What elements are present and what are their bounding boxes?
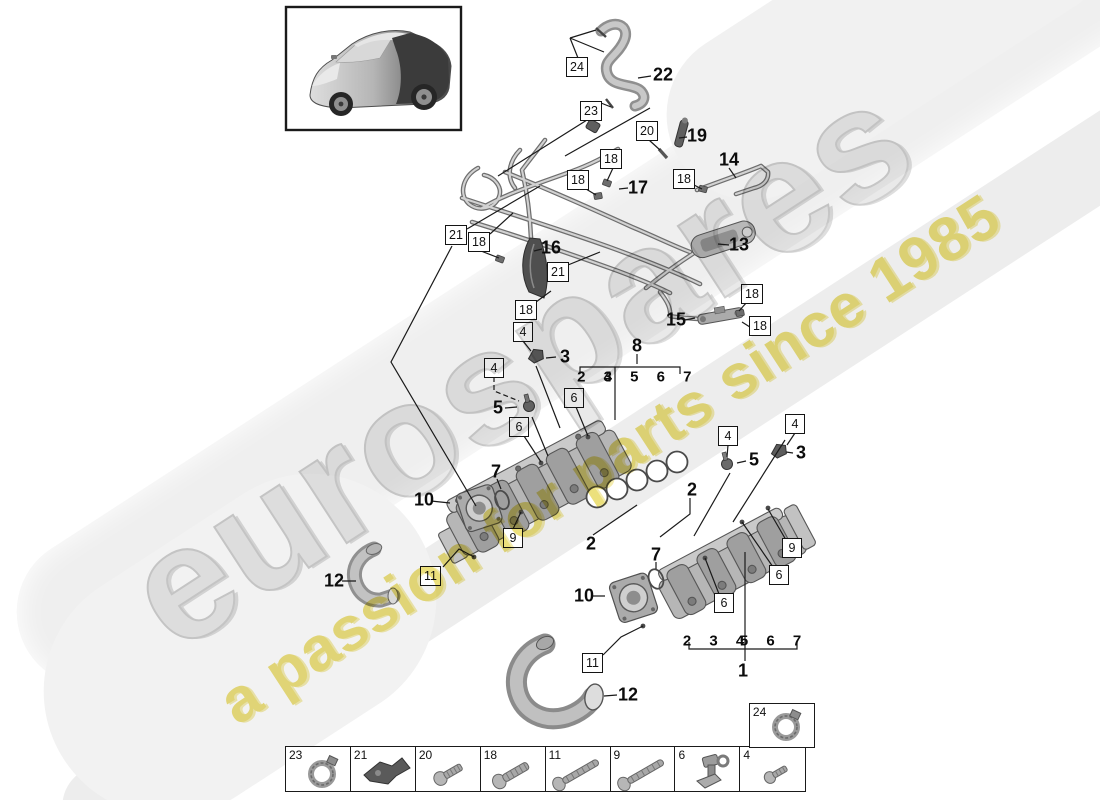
callout-box-24-0[interactable]: 24: [566, 57, 588, 77]
bracket-part-16: [522, 237, 548, 299]
callout-box-18-5[interactable]: 18: [673, 169, 695, 189]
group-1-items-right[interactable]: 5 6 7: [739, 632, 807, 650]
hose-clip-icon: [307, 754, 338, 788]
group-1-items-left[interactable]: 2 3 4: [682, 632, 750, 650]
callout-box-18-9[interactable]: 18: [515, 300, 537, 320]
fastener-legend: 23 21 20 18: [285, 746, 806, 792]
callout-17-2[interactable]: 17: [627, 177, 649, 198]
callout-box-18-10[interactable]: 18: [741, 284, 763, 304]
callout-5-14[interactable]: 5: [748, 449, 760, 470]
callout-22-0[interactable]: 22: [652, 64, 674, 85]
hose-part-22: [595, 24, 644, 108]
callout-box-6-21[interactable]: 6: [769, 565, 789, 585]
long-bolt-icon: [617, 759, 665, 791]
clamp-23-on-pipe: [585, 118, 601, 134]
leader-lines: [342, 29, 798, 697]
screw-icon: [433, 763, 464, 786]
pump-part-13: [690, 220, 756, 259]
seal-rings: [585, 450, 689, 509]
callout-box-21-8[interactable]: 21: [547, 262, 569, 282]
seal-ring-7-right: [647, 568, 665, 590]
legend-number: 23: [289, 748, 303, 762]
legend-cell-4[interactable]: 4: [739, 746, 806, 792]
callout-16-4[interactable]: 16: [540, 237, 562, 258]
throttle-body-right: [608, 572, 659, 623]
suv-illustration: [309, 30, 452, 116]
callout-1-20[interactable]: 1: [737, 660, 749, 681]
legend-cell-11[interactable]: 11: [544, 746, 612, 792]
legend-number: 18: [483, 748, 498, 762]
legend-number: 21: [353, 748, 368, 762]
callout-19-1[interactable]: 19: [686, 125, 708, 146]
callout-2-13[interactable]: 2: [686, 479, 698, 500]
callout-box-18-3[interactable]: 18: [600, 149, 622, 169]
dashed-leader: [493, 377, 520, 402]
bolt-icon: [492, 762, 530, 790]
legend-cell-23[interactable]: 23: [285, 746, 352, 792]
sensor-3-left: [527, 348, 544, 364]
legend-number: 11: [548, 748, 562, 762]
clip-18-set: [495, 178, 745, 317]
callout-3-7[interactable]: 3: [559, 346, 571, 367]
fuel-line-harness: [462, 117, 768, 325]
callout-3-15[interactable]: 3: [795, 442, 807, 463]
clamp-bracket-icon: [695, 754, 730, 789]
bracket-part-19: [674, 117, 689, 148]
legend-number: 6: [678, 748, 686, 762]
legend-cell-18[interactable]: 18: [479, 746, 547, 792]
callout-box-4-13[interactable]: 4: [484, 358, 504, 378]
callout-box-9-18[interactable]: 9: [503, 528, 523, 548]
callout-8-8[interactable]: 8: [631, 335, 643, 356]
callout-7-16[interactable]: 7: [650, 544, 662, 565]
legend-cell-21[interactable]: 21: [349, 746, 417, 792]
callout-12-19[interactable]: 12: [617, 684, 639, 705]
callout-5-9[interactable]: 5: [492, 397, 504, 418]
legend-number: 20: [418, 748, 433, 762]
callout-box-6-15[interactable]: 6: [509, 417, 529, 437]
callout-box-18-7[interactable]: 18: [468, 232, 490, 252]
callout-box-21-6[interactable]: 21: [445, 225, 467, 245]
legend-number: 9: [613, 748, 621, 762]
callout-15-6[interactable]: 15: [665, 309, 687, 330]
callout-box-11-19[interactable]: 11: [420, 566, 441, 586]
callout-box-18-11[interactable]: 18: [749, 316, 771, 336]
screw-icon: [763, 765, 788, 784]
sensor-bracket-icon: [363, 757, 412, 785]
callout-box-18-4[interactable]: 18: [567, 170, 589, 190]
group-8-items-left[interactable]: 2 3: [577, 368, 617, 386]
sensor-5-left: [523, 393, 535, 412]
callout-2-12[interactable]: 2: [585, 533, 597, 554]
callout-box-23-1[interactable]: 23: [580, 101, 602, 121]
callout-box-6-22[interactable]: 6: [714, 593, 734, 613]
bolt-part-20: [657, 147, 669, 160]
elbow-pipe-left: [354, 542, 398, 604]
throttle-body-left: [455, 484, 503, 533]
callout-14-3[interactable]: 14: [718, 149, 740, 170]
hose-clamp-icon: [772, 708, 802, 741]
callout-box-11-23[interactable]: 11: [582, 653, 603, 673]
legend-number: 24: [752, 705, 767, 719]
elbow-pipe-right: [516, 634, 604, 719]
callout-12-18[interactable]: 12: [323, 570, 345, 591]
seal-ring-7-left: [494, 489, 510, 511]
callout-7-10[interactable]: 7: [490, 461, 502, 482]
long-bolt-icon: [552, 759, 600, 791]
legend-number: 4: [743, 748, 751, 762]
callout-10-11[interactable]: 10: [413, 489, 435, 510]
callout-box-9-20[interactable]: 9: [782, 538, 802, 558]
callout-10-17[interactable]: 10: [573, 585, 595, 606]
callout-box-4-12[interactable]: 4: [513, 322, 533, 342]
callout-13-5[interactable]: 13: [728, 234, 750, 255]
callout-box-4-16[interactable]: 4: [718, 426, 738, 446]
legend-cell-6[interactable]: 6: [674, 746, 741, 792]
callout-box-4-17[interactable]: 4: [785, 414, 805, 434]
callout-box-6-14[interactable]: 6: [564, 388, 584, 408]
legend-cell-20[interactable]: 20: [414, 746, 482, 792]
vehicle-thumbnail: [284, 5, 463, 132]
callout-box-20-2[interactable]: 20: [636, 121, 658, 141]
group-8-items-right[interactable]: 4 5 6 7: [603, 368, 697, 386]
legend-cell-24[interactable]: 24: [748, 703, 816, 748]
legend-cell-9[interactable]: 9: [609, 746, 677, 792]
